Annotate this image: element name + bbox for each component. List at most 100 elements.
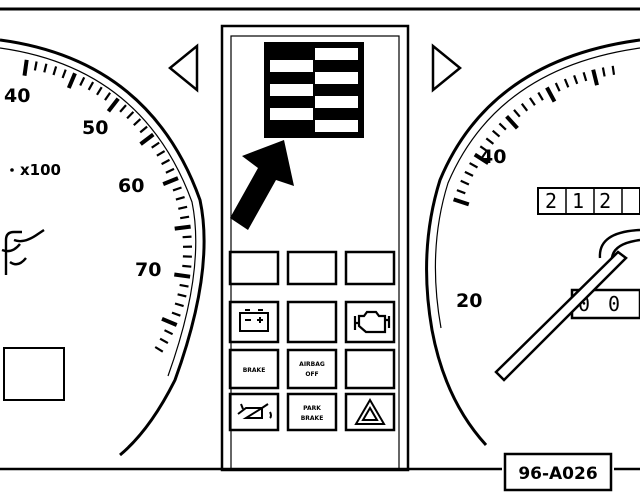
brake-label: BRAKE (243, 367, 266, 374)
airbag-label-line-2: OFF (305, 371, 318, 378)
tachometer-tick (87, 81, 95, 91)
right-turn-triangle-icon (431, 43, 462, 93)
speedometer-tick (505, 115, 519, 130)
tachometer-tick (175, 196, 185, 201)
tachometer-tick (174, 272, 191, 279)
speedometer-tick (520, 103, 529, 112)
speedometer-tick (591, 69, 599, 86)
hazard-triangle-icon (354, 398, 386, 425)
speedometer-ticks (452, 65, 616, 207)
tachometer-tick (156, 150, 166, 157)
figure-reference-label: 96-A026 (518, 464, 597, 484)
airbag-label-line-1: AIRBAG (299, 361, 325, 368)
tachometer-tick (178, 205, 188, 210)
speedometer-tick (491, 129, 501, 138)
figure-reference: 96-A026 (503, 452, 613, 492)
speedometer-tick (573, 75, 579, 85)
tachometer-tick (172, 186, 182, 192)
oil-pressure-icon (237, 403, 272, 419)
tachometer-tick (161, 158, 171, 166)
speedometer-tick (485, 137, 495, 145)
tachometer-tick (154, 346, 164, 353)
tachometer-tick (179, 283, 189, 288)
speedometer-tick (545, 86, 557, 103)
speedometer-tick (537, 91, 544, 101)
tachometer-tick (96, 86, 103, 96)
tachometer-tick (171, 311, 181, 317)
tachometer-tick (33, 61, 38, 71)
speedometer-gauge: 40 20 212 00 (425, 38, 640, 447)
engine-lamp (344, 300, 396, 344)
speedometer-tick (528, 97, 536, 106)
speedometer-tick (456, 189, 466, 195)
tachometer-tick (61, 69, 67, 79)
speedometer-tick (460, 179, 470, 186)
tachometer-bezel (0, 38, 206, 457)
speedometer-tick (611, 65, 616, 75)
tachometer-tick (180, 215, 190, 220)
tachometer-tick (151, 141, 160, 149)
tachometer-tick (162, 176, 179, 186)
tachometer-tick (174, 302, 184, 308)
tach-label-60: 60 (118, 175, 144, 197)
speedometer-tick (473, 152, 490, 165)
tachometer-tick (165, 167, 175, 174)
lamp-slot-3 (344, 250, 396, 286)
tachometer-tick (119, 104, 127, 113)
check-engine-icon (353, 310, 391, 334)
speedometer-tick (513, 109, 521, 118)
tachometer-ticks (22, 59, 193, 353)
odometer-value: 212 (545, 189, 626, 213)
speedometer-needle (494, 250, 628, 382)
park-label-line-2: BRAKE (301, 415, 324, 422)
lamp-blank-right (344, 348, 396, 390)
tachometer-tick (161, 316, 178, 327)
park-brake-lamp: PARK BRAKE (286, 392, 338, 432)
left-turn-triangle-icon (168, 43, 199, 93)
tach-display-box (3, 347, 65, 401)
speedometer-bezel (425, 38, 640, 447)
speedo-label-20: 20 (456, 290, 482, 312)
tachometer-tick (106, 97, 120, 113)
tachometer-tick (139, 125, 148, 134)
tach-unit-label: x100 (20, 161, 61, 179)
tachometer-tick (43, 63, 48, 73)
tachometer-tick (79, 76, 86, 86)
tachometer-tick (159, 337, 169, 345)
tachometer-tick (182, 264, 192, 268)
tachometer-tick (177, 293, 187, 298)
speedometer-tick (464, 170, 474, 177)
speedometer-tick (469, 162, 479, 169)
lamp-blank-center (286, 300, 338, 344)
brake-lamp: BRAKE (228, 348, 280, 390)
tachometer-tick (104, 92, 112, 101)
speedo-label-40: 40 (480, 146, 506, 168)
speedometer-bezel-inner (434, 47, 640, 329)
tachometer-gauge: 40 50 60 70 x100 (0, 38, 206, 457)
tachometer-tick (174, 224, 191, 231)
speedometer-tick (601, 67, 606, 77)
oil-lamp (228, 392, 280, 432)
speedometer-tick (563, 78, 570, 88)
park-label-line-1: PARK (303, 405, 321, 412)
tach-label-50: 50 (82, 117, 108, 139)
speedometer-tick (452, 197, 470, 207)
lamp-slot-1 (228, 250, 280, 286)
tachometer-tick (22, 59, 29, 76)
speedometer-tick (498, 122, 507, 131)
tachometer-tick (133, 118, 142, 127)
battery-lamp (228, 300, 280, 344)
tachometer-tick (164, 329, 174, 336)
center-warning-panel: BRAKE AIRBAG OFF PARK BRAKE (220, 24, 410, 472)
tachometer-tick (139, 132, 155, 146)
tachometer-tick (52, 66, 58, 76)
hazard-lamp (344, 392, 396, 432)
airbag-lamp: AIRBAG OFF (286, 348, 338, 390)
tach-label-70: 70 (135, 259, 161, 281)
checkered-display-icon (264, 42, 364, 138)
lamp-slot-2 (286, 250, 338, 286)
tachometer-tick (66, 72, 77, 89)
tachometer-tick (182, 235, 192, 239)
odometer-box (537, 187, 640, 215)
